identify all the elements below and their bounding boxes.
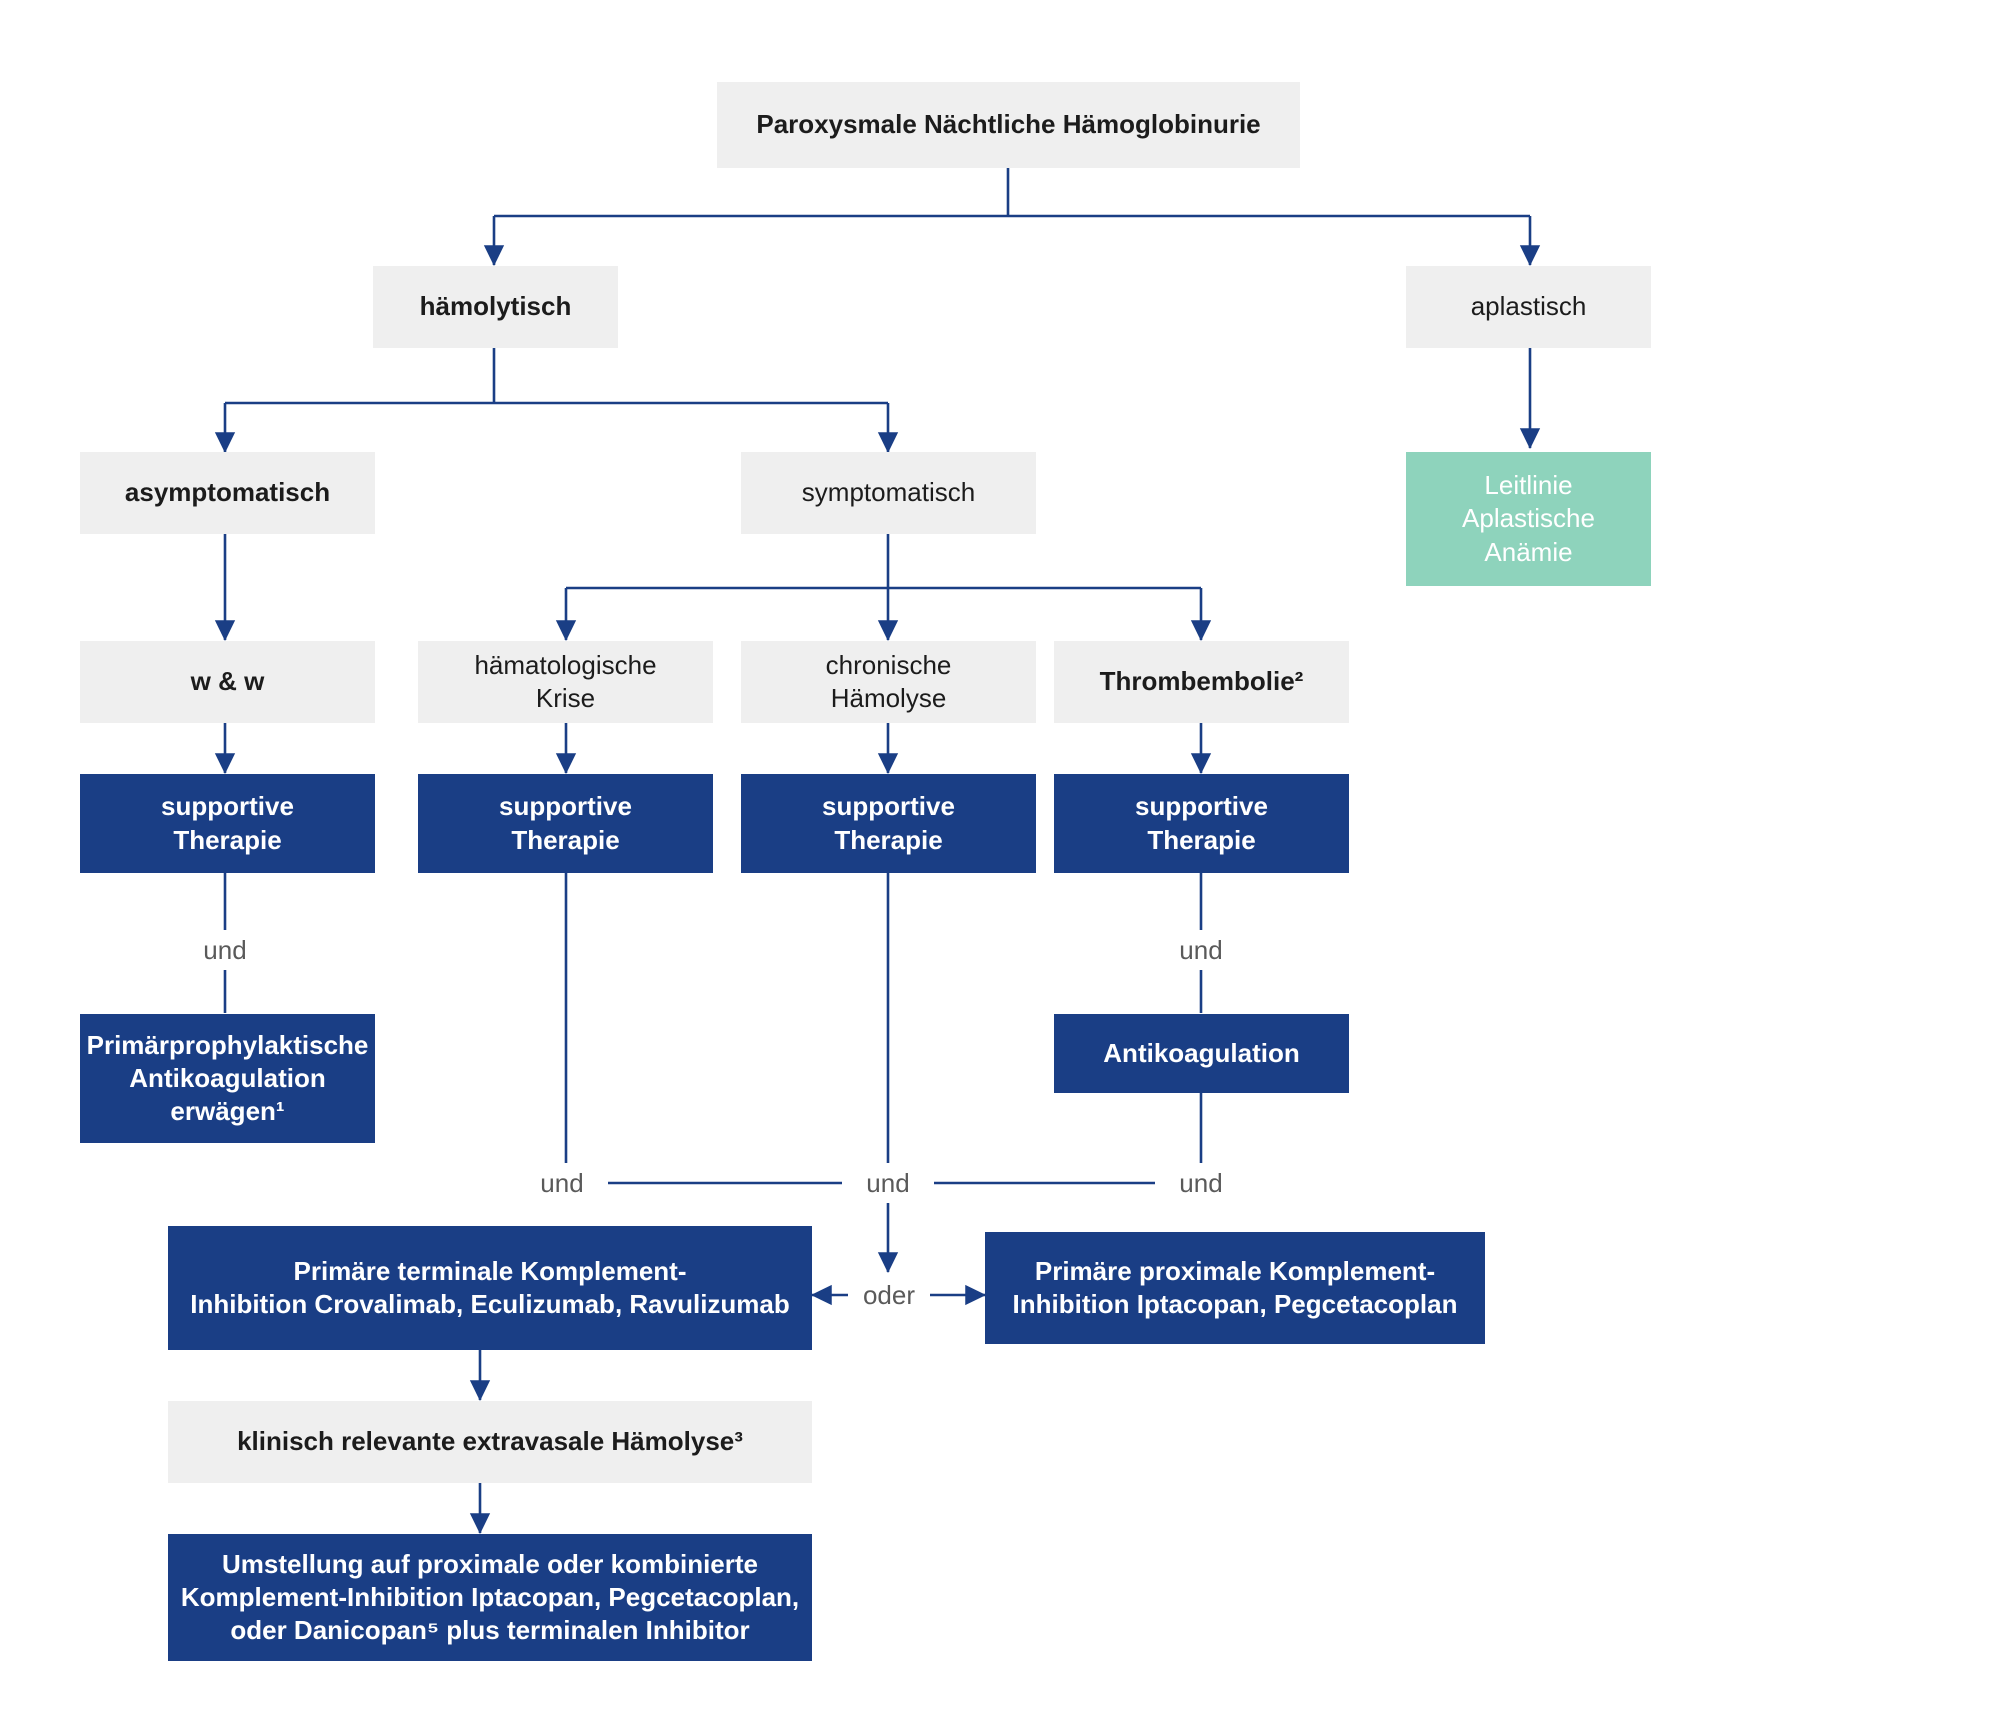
oder-text: oder	[862, 1280, 916, 1310]
connector-label-und-right: und	[1151, 930, 1251, 970]
node-primaere-terminale-komplement-inhibition[interactable]: Primäre terminale Komplement- Inhibition…	[168, 1226, 812, 1350]
node-terminale-line1: Primäre terminale Komplement-	[293, 1255, 687, 1286]
node-chronische-line2: Hämolyse	[830, 683, 947, 713]
node-umstellung-line2: Komplement-Inhibition Iptacopan, Pegceta…	[180, 1581, 800, 1612]
node-thrombembolie[interactable]: Thrombembolie²	[1054, 641, 1349, 723]
node-supportive-3-line2: Therapie	[834, 824, 943, 855]
und-row-center-text: und	[866, 1168, 910, 1198]
node-krise-line2: Krise	[535, 683, 596, 713]
node-supportive-therapie-2[interactable]: supportive Therapie	[418, 774, 713, 873]
und-right-text: und	[1179, 935, 1223, 965]
node-symptomatisch[interactable]: symptomatisch	[741, 452, 1036, 534]
node-symptomatisch-label: symptomatisch	[801, 477, 976, 508]
node-supportive-therapie-3[interactable]: supportive Therapie	[741, 774, 1036, 873]
connector-label-und-row-left: und	[516, 1163, 608, 1203]
node-haemolytisch[interactable]: hämolytisch	[373, 266, 618, 348]
node-haematologische-krise[interactable]: hämatologische Krise	[418, 641, 713, 723]
node-extravasale-label: klinisch relevante extravasale Hämolyse³	[237, 1426, 743, 1457]
node-antikoagulation-label: Antikoagulation	[1103, 1037, 1300, 1068]
node-umstellung-line1: Umstellung auf proximale oder kombiniert…	[222, 1548, 758, 1579]
node-leitlinie-line3: Anämie	[1484, 536, 1573, 567]
node-primaerprophylaktisch-line3: erwägen¹	[170, 1096, 285, 1127]
und-row-left-text: und	[540, 1168, 584, 1198]
node-proximale-line2: Inhibition Iptacopan, Pegcetacoplan	[1012, 1289, 1458, 1319]
node-supportive-2-line2: Therapie	[511, 824, 620, 855]
node-asymptomatisch-label: asymptomatisch	[124, 477, 331, 508]
node-supportive-3-line1: supportive	[822, 791, 955, 822]
node-asymptomatisch[interactable]: asymptomatisch	[80, 452, 375, 534]
node-root-pnh[interactable]: Paroxysmale Nächtliche Hämoglobinurie	[717, 82, 1300, 168]
node-krise-line1: hämatologische	[474, 649, 657, 680]
node-antikoagulation[interactable]: Antikoagulation	[1054, 1014, 1349, 1093]
connector-label-oder: oder	[848, 1275, 930, 1315]
node-leitlinie-line1: Leitlinie	[1484, 470, 1573, 501]
node-supportive-4-line2: Therapie	[1147, 824, 1256, 855]
node-w-und-w[interactable]: w & w	[80, 641, 375, 723]
node-terminale-line2: Inhibition Crovalimab, Eculizumab, Ravul…	[190, 1289, 790, 1319]
node-leitlinie-line2: Aplastische	[1462, 503, 1595, 534]
node-supportive-4-line1: supportive	[1135, 791, 1268, 822]
node-primaerprophylaktisch-line1: Primärprophylaktische	[86, 1029, 369, 1060]
node-root-label: Paroxysmale Nächtliche Hämoglobinurie	[756, 109, 1261, 140]
connector-label-und-left: und	[175, 930, 275, 970]
node-umstellung-line3: oder Danicopan⁵ plus terminalen Inhibito…	[230, 1615, 750, 1646]
node-leitlinie-aplastische-anaemie[interactable]: Leitlinie Aplastische Anämie	[1406, 452, 1651, 586]
node-aplastisch-label: aplastisch	[1470, 291, 1587, 322]
node-primaerprophylaktisch-line2: Antikoagulation	[129, 1062, 326, 1093]
node-primaerprophylaktische-antikoagulation[interactable]: Primärprophylaktische Antikoagulation er…	[80, 1014, 375, 1143]
und-left-text: und	[203, 935, 247, 965]
node-aplastisch[interactable]: aplastisch	[1406, 266, 1651, 348]
und-row-right-text: und	[1179, 1168, 1223, 1198]
node-klinisch-relevante-extravasale-haemolyse[interactable]: klinisch relevante extravasale Hämolyse³	[168, 1401, 812, 1483]
node-supportive-2-line1: supportive	[499, 791, 632, 822]
node-thrombembolie-label: Thrombembolie²	[1099, 666, 1304, 697]
connector-label-und-row-right: und	[1155, 1163, 1247, 1203]
node-supportive-1-line2: Therapie	[173, 824, 282, 855]
node-haemolytisch-label: hämolytisch	[419, 291, 572, 322]
node-chronische-haemolyse[interactable]: chronische Hämolyse	[741, 641, 1036, 723]
node-w-und-w-label: w & w	[190, 666, 265, 697]
node-supportive-1-line1: supportive	[161, 791, 294, 822]
node-primaere-proximale-komplement-inhibition[interactable]: Primäre proximale Komplement- Inhibition…	[985, 1232, 1485, 1344]
node-supportive-therapie-1[interactable]: supportive Therapie	[80, 774, 375, 873]
node-chronische-line1: chronische	[825, 649, 952, 680]
node-supportive-therapie-4[interactable]: supportive Therapie	[1054, 774, 1349, 873]
node-proximale-line1: Primäre proximale Komplement-	[1034, 1255, 1436, 1286]
node-umstellung-proximale-kombinierte[interactable]: Umstellung auf proximale oder kombiniert…	[168, 1534, 812, 1661]
connector-label-und-row-center: und	[842, 1163, 934, 1203]
